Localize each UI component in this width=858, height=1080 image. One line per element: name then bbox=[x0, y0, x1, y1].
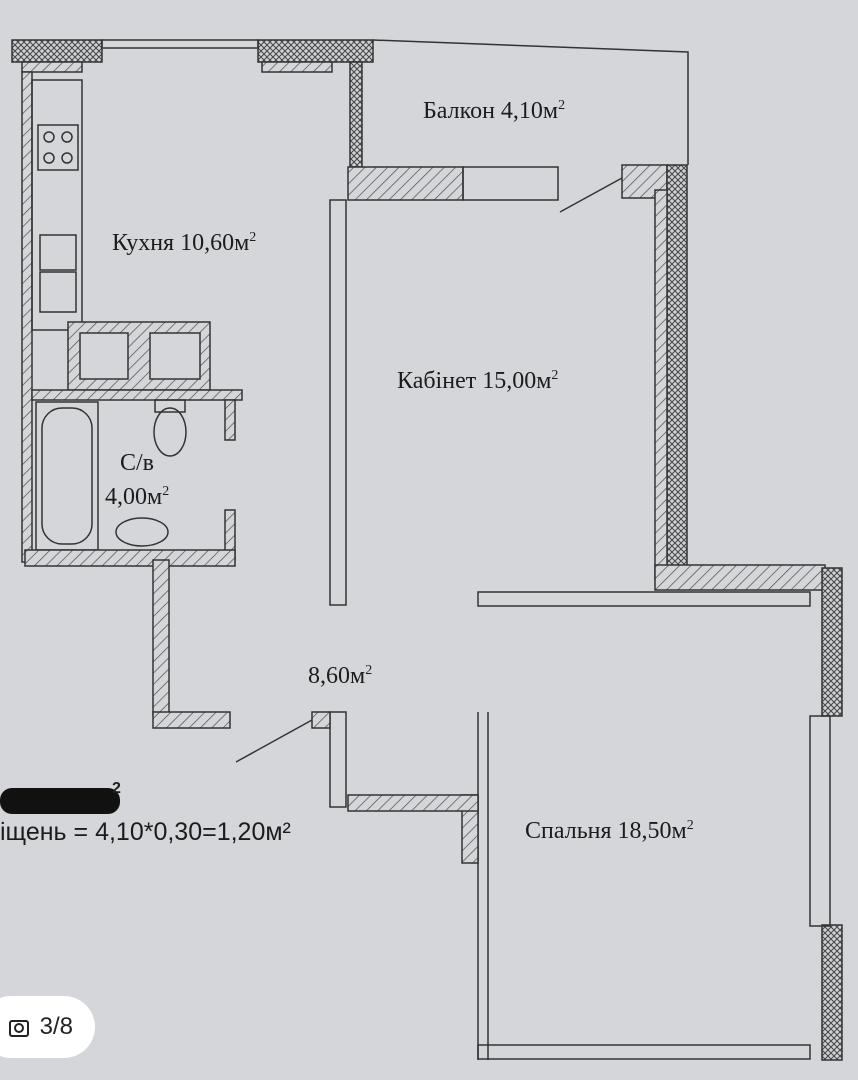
kitchen-text: Кухня 10,60м bbox=[112, 230, 250, 256]
bedroom-text: Спальня 18,50м bbox=[525, 818, 687, 844]
image-counter-badge[interactable]: 3/8 bbox=[0, 996, 95, 1058]
room-label-study: Кабінет 15,00м2 bbox=[397, 368, 558, 395]
gallery-icon bbox=[8, 1020, 29, 1037]
superscript: 2 bbox=[365, 663, 373, 678]
room-label-kitchen: Кухня 10,60м2 bbox=[112, 230, 256, 257]
superscript: 2 bbox=[686, 818, 694, 833]
superscript: 2 bbox=[551, 368, 559, 383]
redaction-mark bbox=[0, 788, 120, 814]
superscript: 2 bbox=[249, 230, 257, 245]
room-label-balcony: Балкон 4,10м2 bbox=[423, 98, 565, 125]
room-label-hall: 8,60м2 bbox=[308, 663, 372, 690]
superscript: 2 bbox=[558, 98, 566, 113]
balcony-text: Балкон 4,10м bbox=[423, 98, 559, 124]
room-label-bathroom-name: С/в bbox=[120, 450, 155, 476]
redacted-superscript: 2 bbox=[112, 780, 121, 797]
hall-text: 8,60м bbox=[308, 663, 366, 689]
image-counter-text: 3/8 bbox=[39, 1013, 73, 1040]
superscript: 2 bbox=[162, 484, 170, 499]
balcony-formula: іщень = 4,10*0,30=1,20м² bbox=[0, 818, 291, 846]
bathroom-area-text: 4,00м bbox=[105, 484, 163, 510]
study-text: Кабінет 15,00м bbox=[397, 368, 552, 394]
room-label-bedroom: Спальня 18,50м2 bbox=[525, 818, 694, 845]
room-label-bathroom-area: 4,00м2 bbox=[105, 484, 169, 511]
